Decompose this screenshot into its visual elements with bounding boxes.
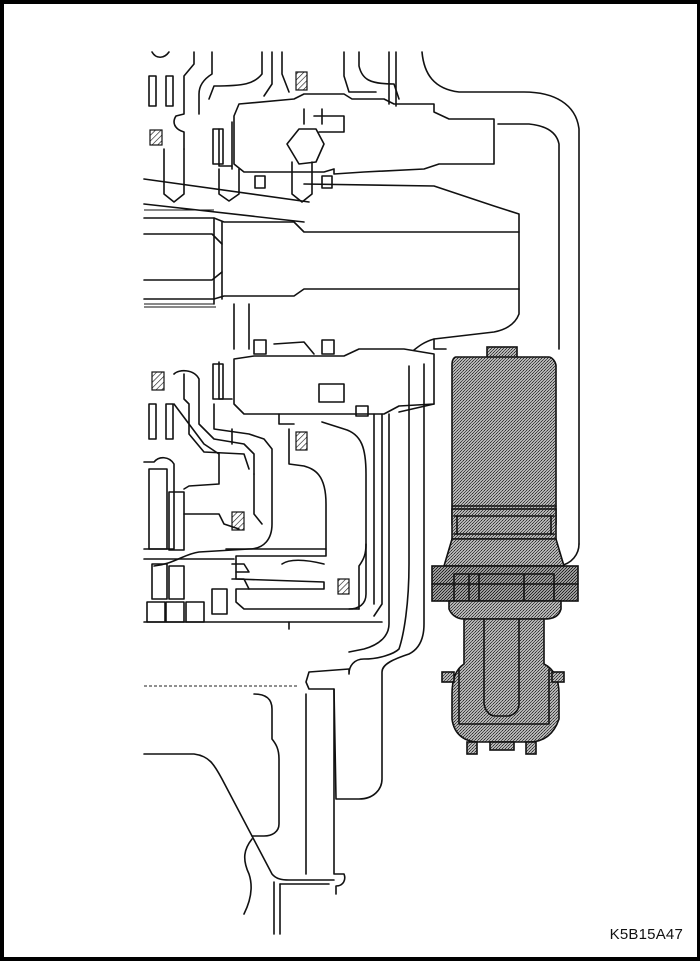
figure-code-label: K5B15A47 xyxy=(609,926,683,943)
speed-sensor xyxy=(431,346,579,755)
seal-ring xyxy=(212,128,224,165)
clutch-pack xyxy=(143,456,383,630)
seal-hatched xyxy=(151,371,165,391)
upper-left-passages xyxy=(148,51,400,150)
seal-ring xyxy=(212,363,224,400)
main-shaft xyxy=(143,183,520,351)
transmission-cross-section-diagram xyxy=(143,51,580,935)
seal-hatched xyxy=(231,511,245,531)
upper-gear-assembly xyxy=(163,93,495,203)
lower-gear-assembly xyxy=(212,339,435,425)
seal-hatched xyxy=(337,578,350,595)
clutch-passages xyxy=(148,369,390,653)
piston-drum xyxy=(225,543,367,610)
seal-hatched xyxy=(295,431,308,451)
housing-wall xyxy=(398,338,447,413)
seal-hatched xyxy=(295,71,308,91)
lower-case-flange xyxy=(143,363,425,935)
seal-hatched xyxy=(149,129,163,146)
reference-lines xyxy=(143,178,310,223)
sensor-body xyxy=(451,356,557,525)
